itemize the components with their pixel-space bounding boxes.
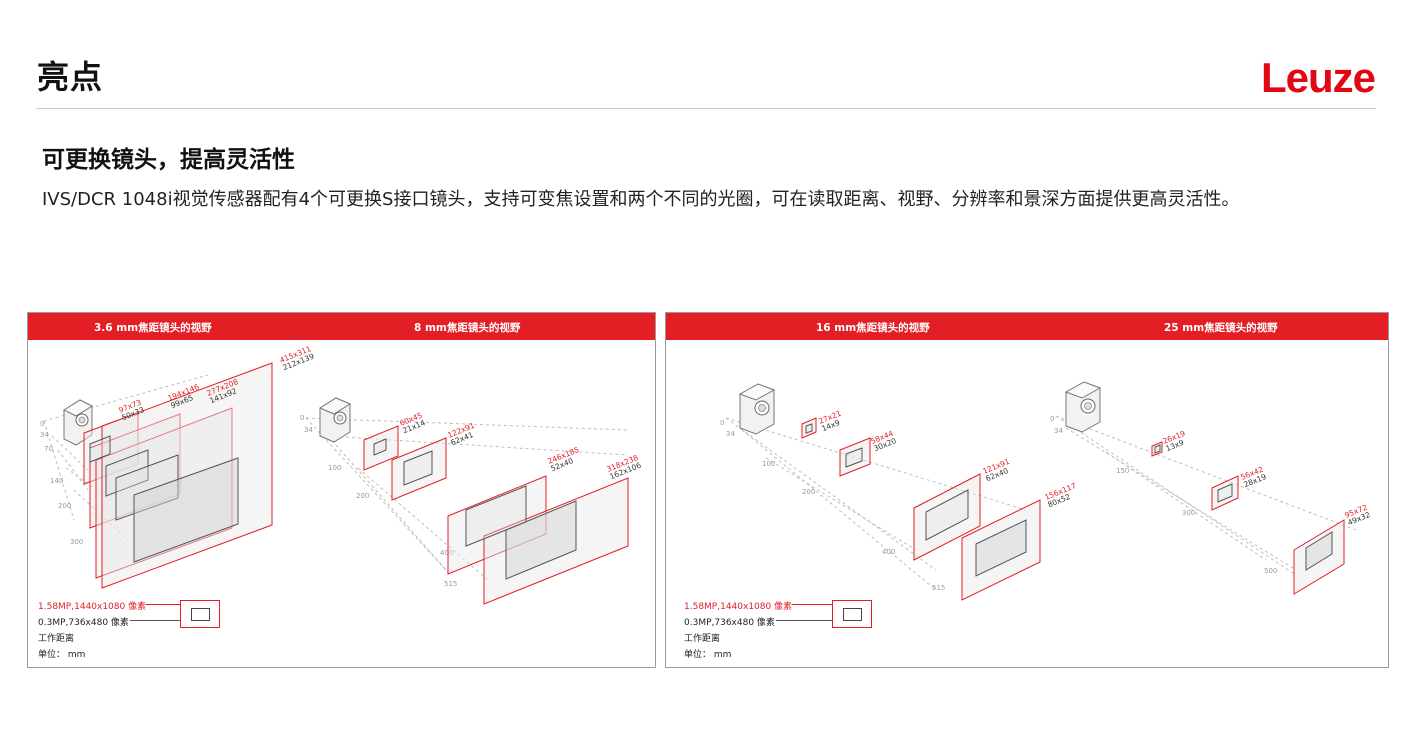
fov-inner-frame bbox=[1305, 531, 1333, 571]
fov-inner-frame bbox=[403, 450, 433, 486]
figure-legend: 1.58MP,1440x1080 像素 0.3MP,736x480 像素 工作距… bbox=[684, 599, 904, 661]
fov-inner-frames bbox=[1154, 444, 1333, 571]
distance-label: 200 bbox=[802, 488, 815, 496]
legend-distance: 工作距离 bbox=[684, 634, 721, 644]
fov-group-8mm: 0 34 100 200 400 515 bbox=[300, 397, 643, 605]
distance-label: 140 bbox=[50, 477, 63, 485]
distance-label: 0 bbox=[300, 414, 304, 422]
fov-frame bbox=[101, 362, 273, 589]
legend-unit: 单位： mm bbox=[684, 650, 732, 660]
camera-icon bbox=[318, 397, 352, 443]
fov-inner-frame bbox=[1217, 483, 1233, 503]
fov-frames bbox=[801, 417, 1041, 601]
fov-frame bbox=[95, 407, 233, 579]
distance-labels: 0 34 100 200 400 515 bbox=[300, 414, 457, 588]
fov-frame bbox=[363, 425, 399, 471]
distance-label: 500 bbox=[1264, 567, 1277, 575]
fov-frame bbox=[913, 473, 981, 561]
camera-icon bbox=[62, 399, 94, 446]
figure-header-bar: 3.6 mm焦距镜头的视野 8 mm焦距镜头的视野 bbox=[28, 313, 655, 340]
distance-label: 200 bbox=[356, 492, 369, 500]
fov-inner-frame bbox=[505, 500, 577, 580]
distance-label: 100 bbox=[762, 460, 775, 468]
distance-label: 70 bbox=[44, 445, 53, 453]
distance-guides bbox=[43, 374, 209, 541]
fov-inner-frame bbox=[1154, 444, 1161, 454]
distance-labels: 0 34 150 300 500 bbox=[1050, 415, 1277, 575]
fov-inner-frames bbox=[89, 435, 239, 563]
legend-frame-icon bbox=[832, 600, 872, 628]
fov-inner-frames bbox=[373, 438, 577, 580]
distance-guides bbox=[305, 417, 629, 581]
fov-figure-right: 16 mm焦距镜头的视野 25 mm焦距镜头的视野 0 34 100 200 4… bbox=[665, 312, 1389, 668]
distance-guides bbox=[1055, 415, 1357, 576]
fov-inner-frame bbox=[115, 454, 179, 521]
distance-label: 150 bbox=[1116, 467, 1129, 475]
legend-unit: 单位： mm bbox=[38, 650, 86, 660]
section-body: IVS/DCR 1048i视觉传感器配有4个可更换S接口镜头，支持可变焦设置和两… bbox=[42, 189, 1240, 210]
fov-inner-frame bbox=[845, 447, 863, 468]
distance-label: 34 bbox=[1054, 427, 1063, 435]
distance-guides bbox=[725, 417, 1027, 591]
camera-icon bbox=[1064, 381, 1102, 433]
distance-labels: 0 34 70 140 200 300 bbox=[40, 420, 83, 546]
distance-label: 400 bbox=[440, 549, 453, 557]
fov-group-3-6mm: 0 34 70 140 200 300 bbox=[40, 344, 316, 589]
distance-label: 34 bbox=[726, 430, 735, 438]
figure-header-25mm: 25 mm焦距镜头的视野 bbox=[1164, 322, 1278, 334]
distance-label: 100 bbox=[328, 464, 341, 472]
fov-group-25mm: 0 34 150 300 500 bbox=[1050, 381, 1372, 595]
fov-frames bbox=[1151, 441, 1345, 595]
fov-figure-left: 3.6 mm焦距镜头的视野 8 mm焦距镜头的视野 0 34 70 140 20… bbox=[27, 312, 656, 668]
legend-hi-res: 1.58MP,1440x1080 像素 bbox=[38, 602, 147, 612]
distance-label: 200 bbox=[58, 502, 71, 510]
fov-frame bbox=[483, 477, 629, 605]
legend-hi-res: 1.58MP,1440x1080 像素 bbox=[684, 602, 793, 612]
distance-label: 34 bbox=[304, 426, 313, 434]
distance-label: 0 bbox=[40, 420, 44, 428]
fov-frames bbox=[83, 362, 273, 589]
distance-label: 300 bbox=[1182, 509, 1195, 517]
distance-label: 34 bbox=[40, 431, 49, 439]
legend-lo-res: 0.3MP,736x480 像素 bbox=[38, 618, 129, 628]
distance-label: 515 bbox=[444, 580, 457, 588]
fov-inner-frame bbox=[805, 423, 813, 434]
distance-label: 515 bbox=[932, 584, 945, 592]
distance-label: 300 bbox=[70, 538, 83, 546]
distance-label: 0 bbox=[720, 419, 724, 427]
fov-frame bbox=[961, 499, 1041, 601]
fov-frames bbox=[363, 425, 629, 605]
section-heading: 可更换镜头，提高灵活性 bbox=[42, 147, 295, 173]
camera-icon bbox=[738, 383, 776, 435]
figure-header-16mm: 16 mm焦距镜头的视野 bbox=[816, 322, 930, 334]
fov-inner-frames bbox=[805, 423, 1027, 577]
fov-frame bbox=[447, 475, 547, 575]
fov-diagram-left: 0 34 70 140 200 300 bbox=[40, 344, 643, 605]
distance-label: 0 bbox=[1050, 415, 1054, 423]
figure-header-bar: 16 mm焦距镜头的视野 25 mm焦距镜头的视野 bbox=[666, 313, 1388, 340]
distance-labels: 0 34 100 200 400 515 bbox=[720, 419, 945, 592]
fov-inner-frame bbox=[373, 438, 387, 456]
legend-frame-icon bbox=[180, 600, 220, 628]
page-title: 亮点 bbox=[37, 58, 104, 96]
fov-group-16mm: 0 34 100 200 400 515 bbox=[720, 383, 1078, 601]
figure-header-8mm: 8 mm焦距镜头的视野 bbox=[414, 322, 521, 334]
figure-header-3-6mm: 3.6 mm焦距镜头的视野 bbox=[94, 322, 212, 334]
fov-inner-frame bbox=[925, 489, 969, 541]
brand-logo: Leuze bbox=[1260, 54, 1376, 101]
distance-label: 400 bbox=[882, 548, 895, 556]
legend-lo-res: 0.3MP,736x480 像素 bbox=[684, 618, 775, 628]
fov-inner-frame bbox=[133, 457, 239, 563]
header-divider bbox=[36, 108, 1376, 109]
legend-distance: 工作距离 bbox=[38, 634, 75, 644]
fov-inner-frame bbox=[89, 435, 111, 463]
fov-diagram-right: 0 34 100 200 400 515 bbox=[720, 381, 1372, 601]
figure-legend: 1.58MP,1440x1080 像素 0.3MP,736x480 像素 工作距… bbox=[38, 599, 258, 661]
fov-inner-frame bbox=[975, 519, 1027, 577]
